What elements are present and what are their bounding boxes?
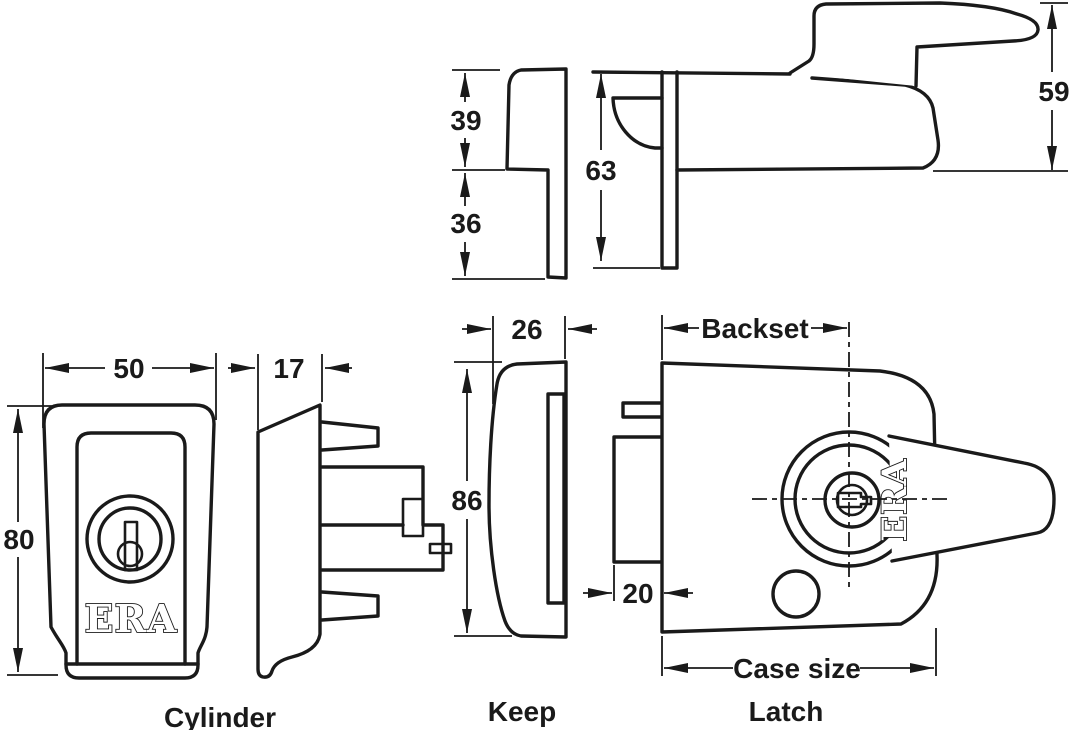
cylinder-ring-outer	[85, 494, 175, 584]
dim-case-size-label: Case size	[733, 653, 861, 684]
dim-cyl-depth-value: 17	[273, 353, 304, 384]
key-stem	[123, 520, 139, 572]
latch-top-view: 63 59	[585, 1, 1070, 270]
dim-knob-height-value: 59	[1038, 76, 1069, 107]
cylinder-side-plate	[256, 403, 322, 679]
cylinder-side-connector	[401, 497, 425, 538]
view-captions: Cylinder Keep Latch	[164, 696, 823, 730]
era-logo-cylinder: ERA	[84, 596, 177, 641]
dim-keep-upper-value: 39	[450, 105, 481, 136]
latch-top-thumbturn	[788, 1, 1040, 88]
caption-cylinder: Cylinder	[164, 702, 276, 730]
latch-top-case-outline	[675, 76, 941, 172]
cylinder-side-cam	[428, 542, 453, 555]
keep-top-profile-view: 39 36	[450, 67, 568, 280]
cylinder-side-lug-bottom	[320, 590, 380, 622]
dim-latch-depth-value: 63	[585, 155, 616, 186]
dim-keep-height-value: 86	[451, 485, 482, 516]
dim-cyl-width-value: 50	[113, 353, 144, 384]
cylinder-inner-face	[75, 431, 187, 666]
era-logo-latch: ERA	[875, 458, 915, 542]
cylinder-front-view: ERA 50 80	[3, 353, 217, 680]
latch-thumbturn-outline	[887, 434, 1056, 563]
dim-keep-depth-value: 26	[511, 314, 542, 345]
latch-top-faceplate	[660, 70, 679, 270]
cylinder-side-lug-top	[320, 420, 380, 452]
dim-bolt-throw-value: 20	[622, 578, 653, 609]
cylinder-side-view: 17	[228, 353, 453, 679]
latch-top-case-top-edge	[591, 70, 792, 76]
latch-top-bolt	[611, 96, 664, 150]
latch-bolt	[612, 435, 664, 564]
dim-cyl-height-value: 80	[3, 524, 34, 555]
latch-front-view: ERA Backset 20 Case size	[583, 313, 1056, 684]
latch-screw-hole	[771, 569, 821, 619]
cylinder-side-barrel	[320, 465, 445, 572]
latch-strike-tab	[621, 401, 664, 419]
dim-backset-label: Backset	[701, 313, 808, 344]
caption-latch: Latch	[749, 696, 824, 727]
latch-thumbturn-fill	[889, 436, 1054, 561]
caption-keep: Keep	[488, 696, 556, 727]
keep-slot	[546, 392, 566, 605]
key-bow-circle	[116, 540, 144, 568]
latch-cylinder-face	[823, 471, 881, 529]
keep-top-profile-outline	[505, 67, 568, 280]
keep-body-outline	[487, 360, 568, 639]
dim-keep-lower-value: 36	[450, 208, 481, 239]
keep-front-view: 26 86	[451, 314, 597, 639]
latch-keyway	[836, 491, 873, 509]
